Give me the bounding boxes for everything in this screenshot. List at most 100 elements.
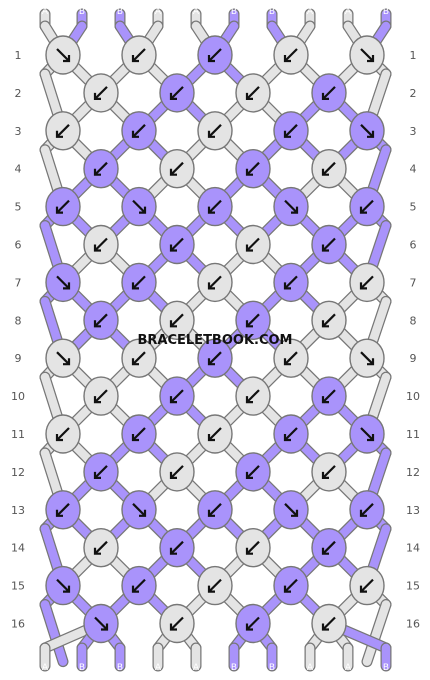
arrow-head xyxy=(131,585,139,593)
arrow-head xyxy=(359,206,367,214)
arrow-head xyxy=(63,585,71,593)
arrow-head xyxy=(93,320,101,328)
bottom-string-label: B xyxy=(231,663,237,673)
knot xyxy=(121,490,157,530)
arrow-down-right-icon xyxy=(360,124,374,138)
arrow-down-right-icon xyxy=(284,503,298,517)
string-segment xyxy=(40,600,68,666)
knot xyxy=(273,186,309,227)
arrow-down-left-icon xyxy=(132,48,146,62)
arrow-down-right-icon xyxy=(284,199,298,214)
knot xyxy=(83,528,119,568)
arrow-head xyxy=(359,282,367,290)
top-string-label: A xyxy=(193,7,200,17)
knot xyxy=(83,452,119,492)
knot xyxy=(273,565,309,606)
arrow-down-left-icon xyxy=(56,503,70,517)
arrow-head xyxy=(131,282,139,290)
knot xyxy=(273,490,309,530)
knot xyxy=(197,35,233,75)
bottom-string-label: A xyxy=(307,663,314,673)
knot xyxy=(311,528,347,568)
arrow-down-right-icon xyxy=(132,199,146,214)
knot xyxy=(235,300,271,340)
row-number-right: 1 xyxy=(410,49,417,62)
arrow-head xyxy=(367,130,375,138)
knot xyxy=(121,35,157,75)
arrow-down-left-icon xyxy=(284,578,298,593)
arrow-head xyxy=(207,585,215,593)
arrow-head xyxy=(367,434,375,442)
bottom-string-label: B xyxy=(79,663,85,673)
arrow-head xyxy=(139,509,147,517)
arrow-down-left-icon xyxy=(170,616,184,631)
arrow-head xyxy=(359,509,367,517)
knot xyxy=(121,186,157,227)
arrow-down-left-icon xyxy=(360,199,374,214)
arrow-head xyxy=(321,168,329,176)
arrow-down-left-icon xyxy=(246,86,260,100)
arrow-down-right-icon xyxy=(56,578,70,593)
top-string-label: B xyxy=(117,7,123,17)
knot xyxy=(83,148,119,189)
arrow-head xyxy=(291,509,299,517)
arrow-head xyxy=(321,320,329,328)
arrow-head xyxy=(55,509,63,517)
knot xyxy=(121,338,157,378)
knot xyxy=(121,414,157,454)
arrow-head xyxy=(245,623,253,631)
arrow-down-left-icon xyxy=(132,275,146,290)
arrow-head xyxy=(283,55,291,63)
arrow-head xyxy=(245,320,253,328)
arrow-head xyxy=(245,471,253,479)
knot xyxy=(45,262,81,303)
arrow-head xyxy=(55,434,63,442)
arrow-down-left-icon xyxy=(94,313,108,328)
knot xyxy=(159,300,195,340)
knot xyxy=(159,528,195,568)
arrow-head xyxy=(93,547,101,555)
arrow-head xyxy=(93,244,101,252)
arrow-down-left-icon xyxy=(322,237,336,252)
arrow-down-left-icon xyxy=(170,389,184,403)
knot xyxy=(273,262,309,303)
arrow-head xyxy=(245,168,253,176)
arrow-down-left-icon xyxy=(132,124,146,138)
arrow-head xyxy=(169,547,177,555)
row-number-left: 16 xyxy=(11,618,25,631)
top-string-label: B xyxy=(383,7,389,17)
knot xyxy=(45,490,81,530)
knot xyxy=(349,338,385,378)
knot xyxy=(349,414,385,454)
arrow-head xyxy=(131,434,139,442)
arrow-head xyxy=(321,471,329,479)
knot xyxy=(197,338,233,378)
arrow-down-right-icon xyxy=(132,503,146,517)
arrow-head xyxy=(131,55,139,63)
arrow-head xyxy=(245,396,253,404)
arrow-down-left-icon xyxy=(322,540,336,555)
arrow-down-right-icon xyxy=(56,48,70,62)
arrow-head xyxy=(169,623,177,631)
arrow-head xyxy=(245,244,253,252)
arrow-down-left-icon xyxy=(170,237,184,252)
knot xyxy=(349,565,385,606)
arrow-head xyxy=(207,509,215,517)
row-number-left: 2 xyxy=(15,87,22,100)
knot xyxy=(197,186,233,227)
arrow-head xyxy=(245,547,253,555)
arrow-down-left-icon xyxy=(208,199,222,214)
arrow-down-left-icon xyxy=(246,540,260,555)
arrow-head xyxy=(321,396,329,404)
knot xyxy=(273,338,309,378)
arrow-head xyxy=(207,206,215,214)
arrow-down-left-icon xyxy=(170,86,184,100)
arrow-head xyxy=(321,244,329,252)
arrow-head xyxy=(207,358,215,366)
knot xyxy=(45,414,81,454)
row-number-right: 5 xyxy=(410,201,417,214)
arrow-down-left-icon xyxy=(208,275,222,290)
bottom-string-label: A xyxy=(345,663,352,673)
arrow-head xyxy=(321,92,329,101)
